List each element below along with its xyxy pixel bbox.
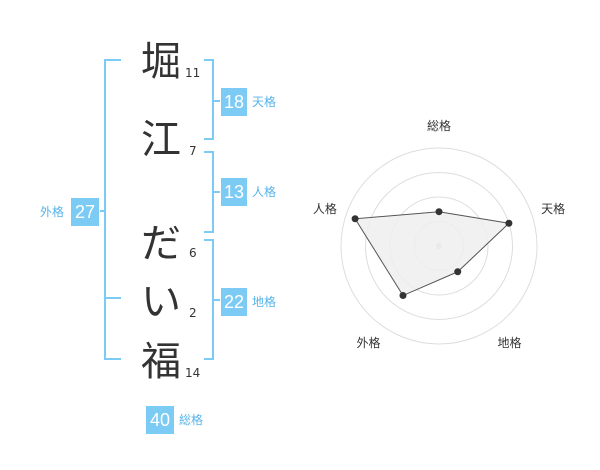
name-char-1: 堀	[141, 39, 181, 85]
gaikaku-bracket	[104, 59, 121, 360]
name-char-2: 江	[141, 117, 181, 163]
stroke-count-2: 7	[189, 144, 197, 158]
radar-point-5	[351, 215, 359, 223]
radar-axis-label-4: 外格	[356, 335, 380, 350]
tenkaku-bracket	[204, 59, 214, 140]
radar-axis-label-2: 天格	[541, 201, 565, 216]
radar-point-4	[399, 292, 407, 300]
radar-point-1	[435, 208, 443, 216]
radar-ring-3	[365, 172, 513, 320]
tenkaku-badge: 18	[221, 88, 247, 116]
radar-point-3	[454, 268, 462, 276]
gaikaku-badge: 27	[71, 198, 99, 226]
stroke-count-1: 11	[185, 66, 201, 80]
radar-point-2	[505, 219, 513, 227]
tenkaku-label: 天格	[252, 95, 277, 109]
radar-ring-4	[340, 147, 538, 345]
chikaku-label: 地格	[252, 295, 277, 309]
radar-polygon	[354, 211, 510, 297]
name-char-4: い	[141, 279, 181, 325]
radar-axis-label-1: 総格	[427, 118, 451, 133]
stroke-count-4: 2	[189, 306, 197, 320]
jinkaku-badge: 13	[221, 178, 247, 206]
radar-axis-label-3: 地格	[498, 335, 522, 350]
radar-axis-label-5: 人格	[313, 201, 337, 216]
stroke-count-3: 6	[189, 246, 197, 260]
name-char-3: だ	[141, 221, 181, 267]
stroke-count-5: 14	[185, 366, 201, 380]
chikaku-badge: 22	[221, 288, 247, 316]
jinkaku-label: 人格	[252, 185, 277, 199]
soukaku-label: 総格	[179, 413, 204, 427]
name-char-5: 福	[141, 339, 181, 385]
gaikaku-label: 外格	[40, 205, 65, 219]
soukaku-badge: 40	[146, 406, 174, 434]
